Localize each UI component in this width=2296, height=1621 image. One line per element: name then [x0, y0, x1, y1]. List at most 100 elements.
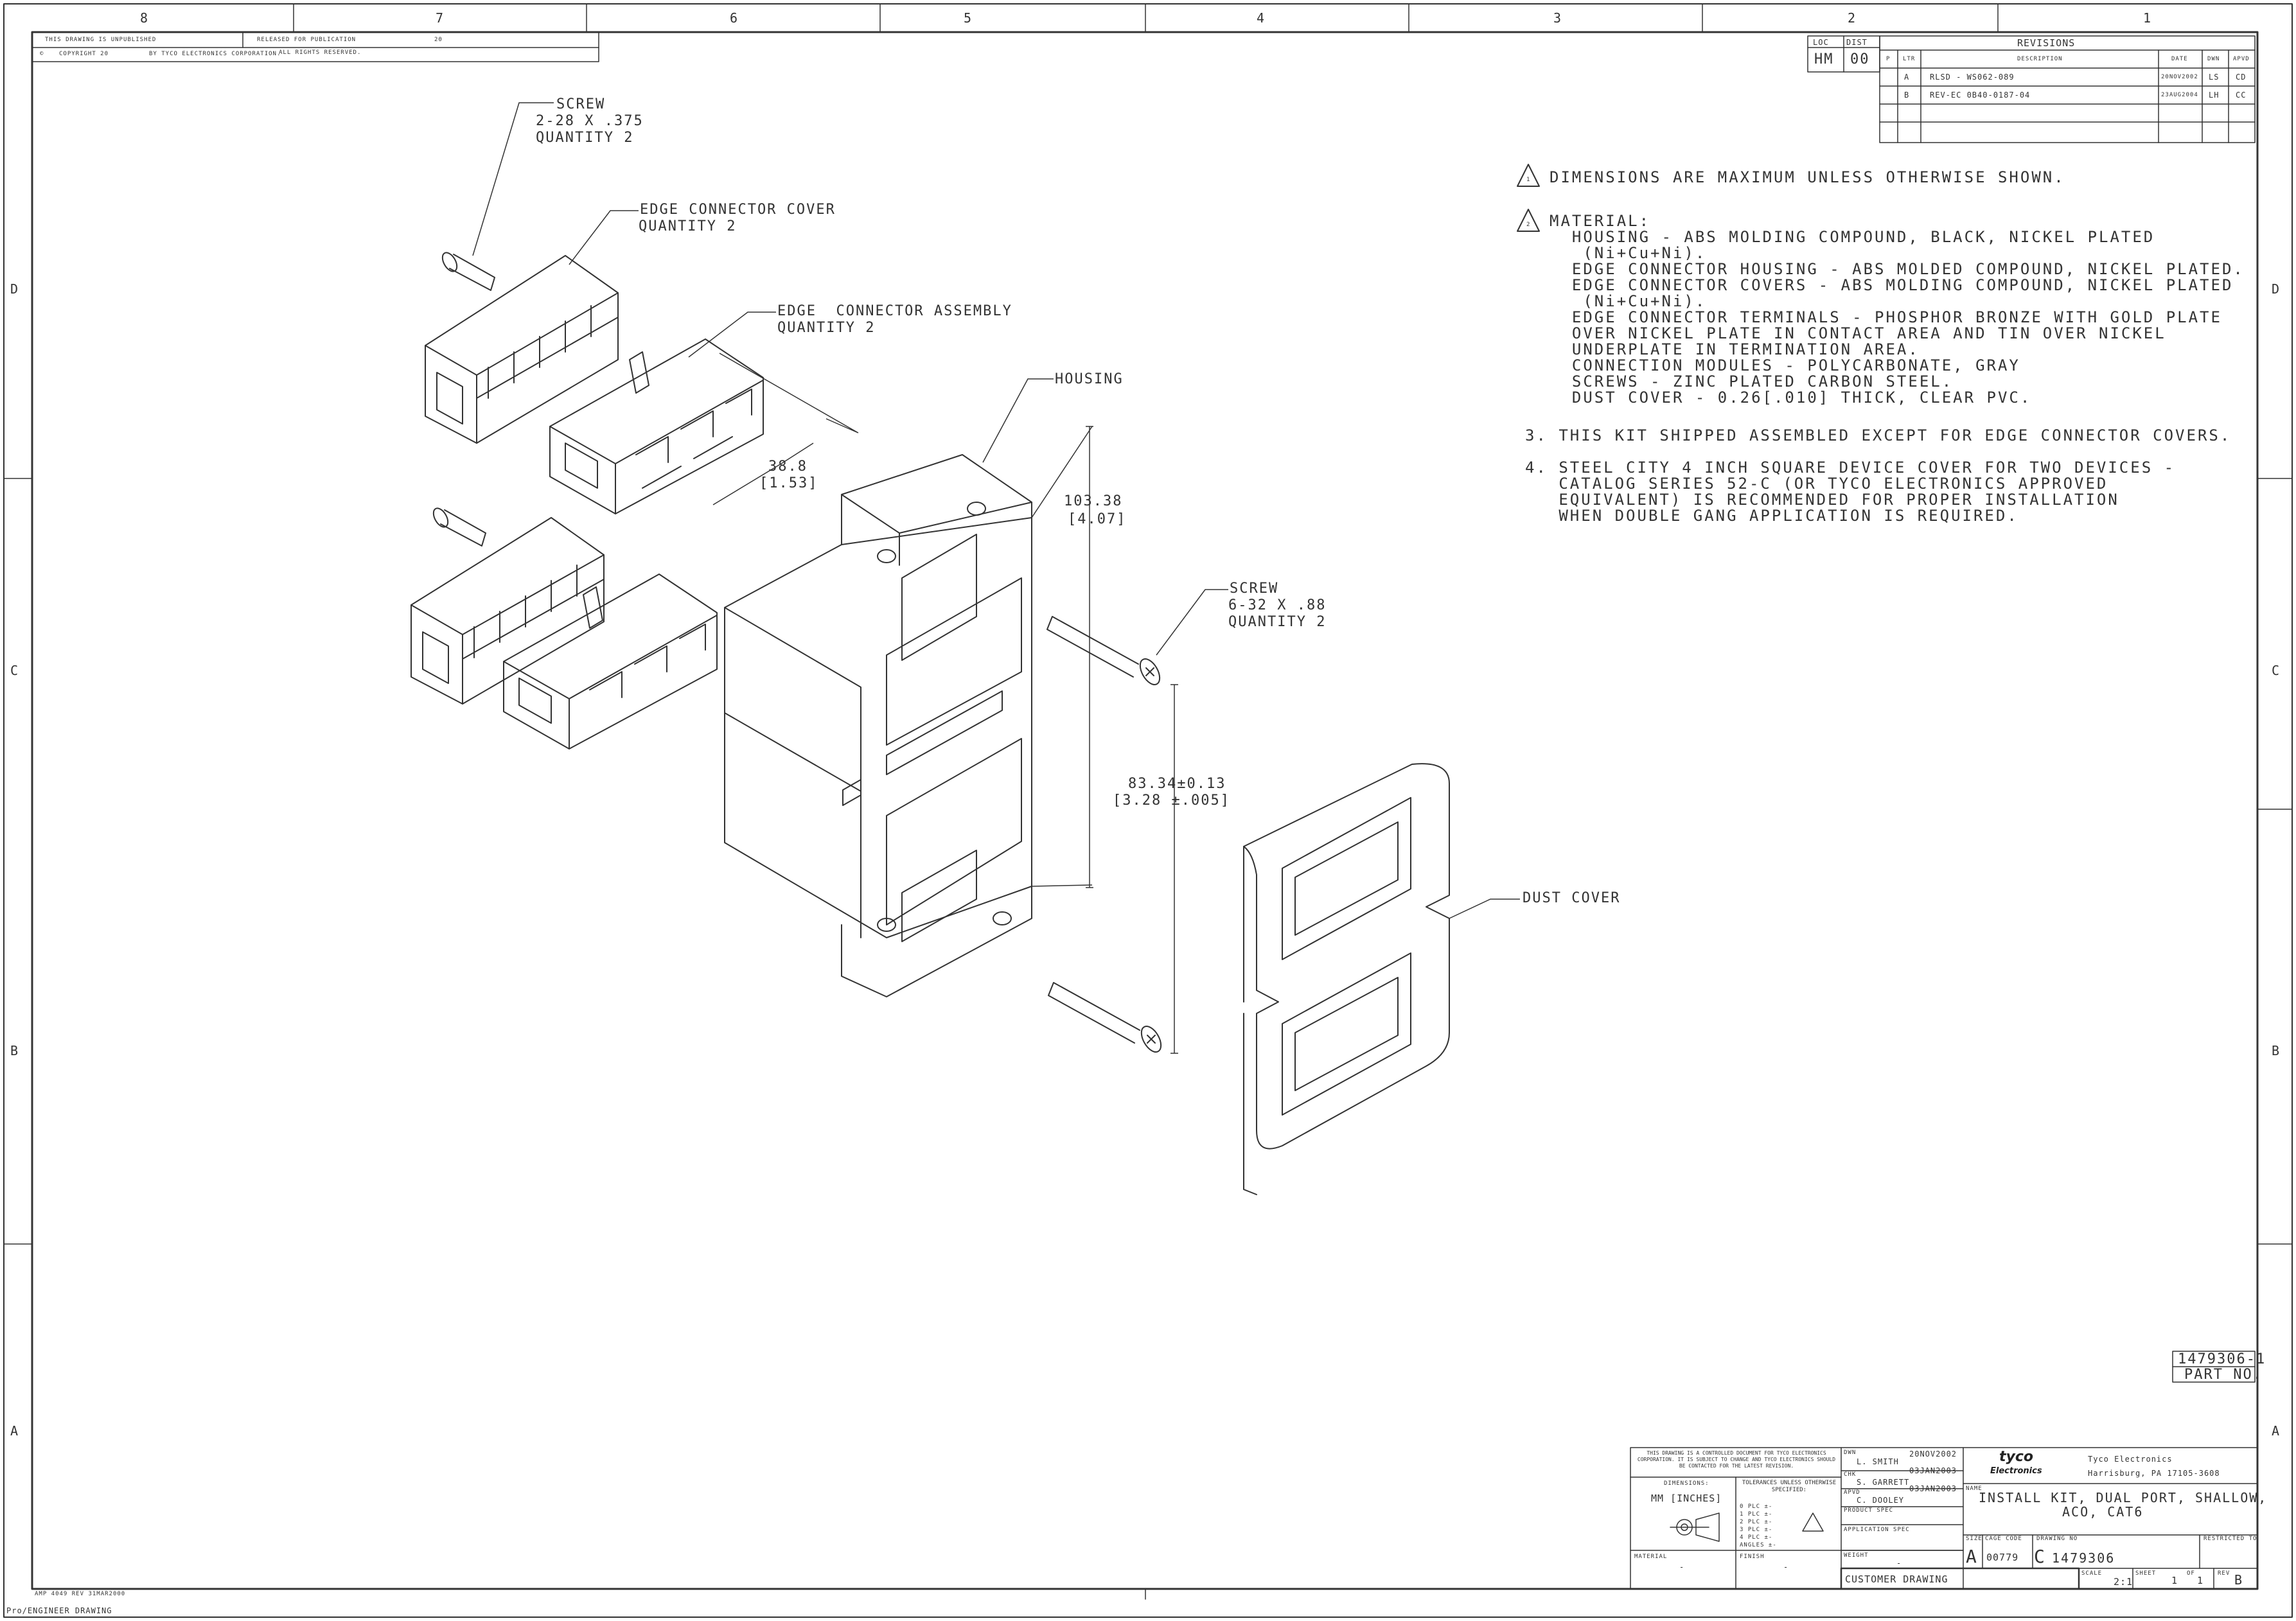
tolerance-row: 4 PLC ±- [1740, 1534, 1773, 1541]
unpublished-text: THIS DRAWING IS UNPUBLISHED [45, 37, 157, 43]
note-2-line: OVER NICKEL PLATE IN CONTACT AREA AND TI… [1550, 324, 2166, 342]
note-2-material: MATERIAL: HOUSING - ABS MOLDING COMPOUND… [1550, 213, 2245, 405]
note-4-line: EQUIVALENT) IS RECOMMENDED FOR PROPER IN… [1525, 491, 2119, 509]
callout-screw-small: SCREW [556, 96, 606, 112]
callout-screw-small-size: 2-28 X .375 [536, 113, 644, 129]
drawing-number-value: 1479306 [2052, 1550, 2115, 1566]
size-label: SIZE [1966, 1536, 1983, 1542]
rev-row-a-description: RLSD - WS062-089 [1930, 73, 2015, 82]
units-value: MM [INCHES] [1651, 1493, 1722, 1504]
title-name-line2: ACO, CAT6 [2062, 1504, 2144, 1520]
loc-label: LOC [1813, 38, 1829, 47]
company-address: Harrisburg, PA 17105-3608 [2088, 1469, 2220, 1478]
note-2-line: EDGE CONNECTOR HOUSING - ABS MOLDED COMP… [1550, 260, 2245, 278]
rev-row-b-ltr: B [1904, 91, 1910, 100]
small-screw-lower [432, 507, 486, 547]
rev-row-b-date: 23AUG2004 [2161, 92, 2198, 98]
housing-body [724, 454, 1032, 997]
finish-label: FINISH [1740, 1554, 1765, 1560]
note-2-line: CONNECTION MODULES - POLYCARBONATE, GRAY [1550, 356, 2020, 374]
dim-height-line [1031, 426, 1093, 888]
company-name: Tyco Electronics [2088, 1455, 2173, 1464]
callout-screw-large-size: 6-32 X .88 [1228, 597, 1327, 613]
footer-software: Pro/ENGINEER DRAWING [6, 1606, 112, 1615]
note-2-line: HOUSING - ABS MOLDING COMPOUND, BLACK, N… [1550, 228, 2155, 246]
zone-row-a-right: A [2272, 1423, 2281, 1439]
chk-label: CHK [1844, 1471, 1857, 1478]
weight-label: WEIGHT [1844, 1552, 1869, 1559]
note-2-line: EDGE CONNECTOR COVERS - ABS MOLDING COMP… [1550, 276, 2234, 294]
revisions-title: REVISIONS [2017, 37, 2076, 49]
dist-value: 00 [1850, 51, 1870, 67]
note-2-line: UNDERPLATE IN TERMINATION AREA. [1550, 340, 1920, 358]
edge-assembly-lower [503, 574, 718, 749]
rev-col-p: P [1886, 56, 1891, 62]
leader-screw-small [472, 102, 554, 256]
large-screw-upper [1046, 616, 1161, 685]
dimensions-label: DIMENSIONS: [1664, 1480, 1709, 1487]
brand-logo-electronics: Electronics [1990, 1466, 2042, 1476]
zone-col-7: 7 [436, 10, 445, 26]
note2-marker: 2 [1526, 222, 1531, 228]
dim-pitch-mm: 83.34±0.13 [1128, 776, 1226, 792]
zone-col-6: 6 [730, 10, 739, 26]
zone-row-d-left: D [10, 281, 20, 297]
weight-value: - [1896, 1559, 1902, 1568]
rev-row-a-date: 20NOV2002 [2161, 74, 2198, 80]
footer-form: AMP 4049 REV 31MAR2000 [35, 1591, 126, 1597]
released-year: 20 [434, 37, 443, 43]
small-screw-upper [441, 252, 495, 291]
name-label: NAME [1966, 1485, 1983, 1492]
copyright-text: COPYRIGHT 20 [59, 51, 109, 57]
drawing-number-label: DRAWING NO [2036, 1536, 2078, 1542]
rev-row-b-dwn: LH [2209, 91, 2220, 100]
edge-assembly-upper [549, 338, 764, 514]
copyright-owner: BY TYCO ELECTRONICS CORPORATION. [149, 51, 281, 57]
callout-screw-small-qty: QUANTITY 2 [536, 130, 634, 146]
zone-row-c-right: C [2272, 663, 2281, 678]
rev-col-apvd: APVD [2233, 56, 2250, 62]
note1-marker: 1 [1526, 177, 1531, 183]
zone-col-4: 4 [1257, 10, 1266, 26]
dim-width-in: [1.53] [759, 475, 818, 491]
note-2-line: DUST COVER - 0.26[.010] THICK, CLEAR PVC… [1550, 389, 2032, 407]
title-disclaimer: THIS DRAWING IS A CONTROLLED DOCUMENT FO… [1637, 1450, 1836, 1469]
rev-col-date: DATE [2171, 56, 2188, 62]
customer-drawing: CUSTOMER DRAWING [1845, 1573, 1948, 1585]
leader-edge-cover [569, 210, 639, 265]
note-2-line: (Ni+Cu+Ni). [1550, 292, 1707, 310]
tolerance-row: ANGLES ±- [1740, 1542, 1777, 1548]
tolerances-label: TOLERANCES UNLESS OTHERWISE SPECIFIED: [1742, 1480, 1837, 1493]
dim-height-mm: 103.38 [1064, 493, 1123, 509]
cage-code-c-mark: C [2034, 1546, 2046, 1567]
zone-col-2: 2 [1848, 10, 1857, 26]
chk-name: S. GARRETT [1857, 1478, 1910, 1487]
leader-screw-large [1156, 589, 1228, 656]
note-2-line: EDGE CONNECTOR TERMINALS - PHOSPHOR BRON… [1550, 308, 2222, 326]
tolerance-row: 3 PLC ±- [1740, 1527, 1773, 1533]
outer-border [3, 3, 2293, 1618]
rev-row-a-dwn: LS [2209, 73, 2220, 82]
tolerance-row: 1 PLC ±- [1740, 1511, 1773, 1518]
dwn-label: DWN [1844, 1450, 1857, 1456]
rev-col-ltr: LTR [1903, 56, 1916, 62]
leader-dust-cover [1449, 898, 1520, 919]
zone-row-c-left: C [10, 663, 20, 678]
zone-row-a-left: A [10, 1423, 20, 1439]
dist-label: DIST [1846, 38, 1868, 47]
chk-date: 03JAN2003 [1909, 1466, 1957, 1475]
dust-cover [1243, 763, 1450, 1195]
dim-pitch-in: [3.28 ±.005] [1113, 793, 1230, 809]
material-value: - [1679, 1563, 1685, 1572]
note1-triangle [1517, 164, 1540, 187]
callout-edge-cover-qty: QUANTITY 2 [639, 218, 737, 234]
top-left-strip [31, 31, 599, 62]
dwn-name: L. SMITH [1857, 1457, 1899, 1466]
leader-edge-assembly [688, 311, 776, 358]
tolerance-row: 2 PLC ±- [1740, 1519, 1773, 1525]
note-2-line: MATERIAL: [1550, 212, 1651, 230]
rev-row-b-description: REV-EC 0B40-0187-04 [1930, 91, 2031, 100]
material-label: MATERIAL [1634, 1554, 1668, 1560]
note-2-line: (Ni+Cu+Ni). [1550, 244, 1707, 262]
